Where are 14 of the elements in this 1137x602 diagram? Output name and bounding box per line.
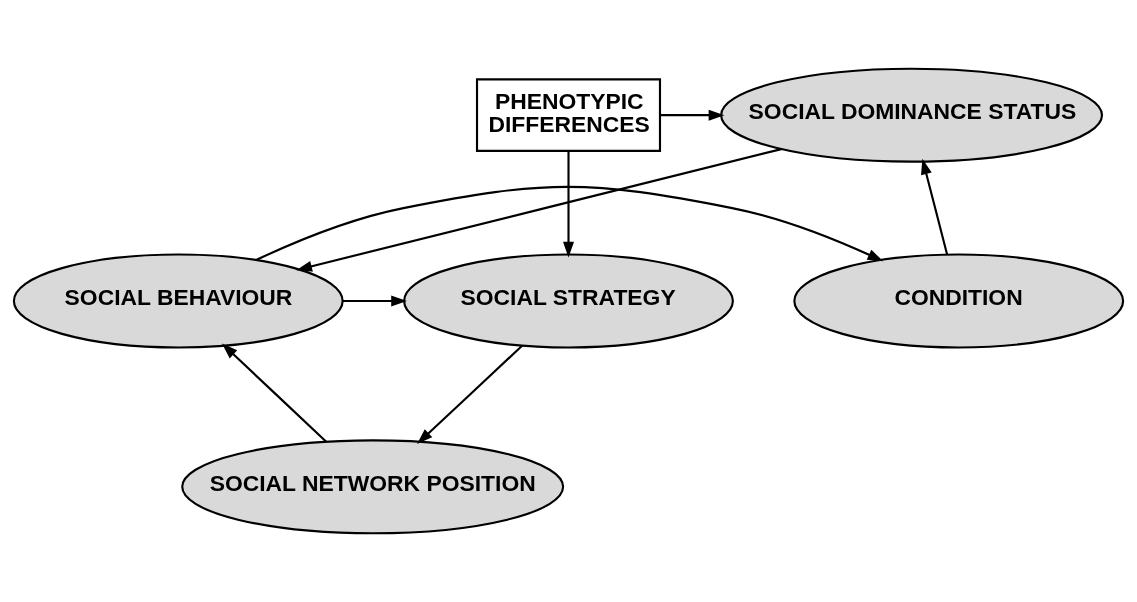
- arrow: [660, 109, 725, 121]
- node-ellipse: SOCIAL BEHAVIOUR: [12, 253, 344, 349]
- node-box: PHENOTYPIC DIFFERENCES: [475, 78, 662, 152]
- node-ellipse: SOCIAL STRATEGY: [403, 253, 734, 349]
- arrow: [221, 343, 327, 443]
- node-ellipse: SOCIAL DOMINANCE STATUS: [720, 67, 1104, 163]
- arrow: [342, 295, 407, 307]
- arrow: [921, 158, 949, 255]
- node-ellipse: CONDITION: [793, 253, 1125, 349]
- arrow: [417, 345, 523, 444]
- arrow: [255, 185, 884, 262]
- node-ellipse: SOCIAL NETWORK POSITION: [181, 439, 565, 535]
- arrow: [563, 151, 574, 258]
- arrow: [296, 148, 782, 272]
